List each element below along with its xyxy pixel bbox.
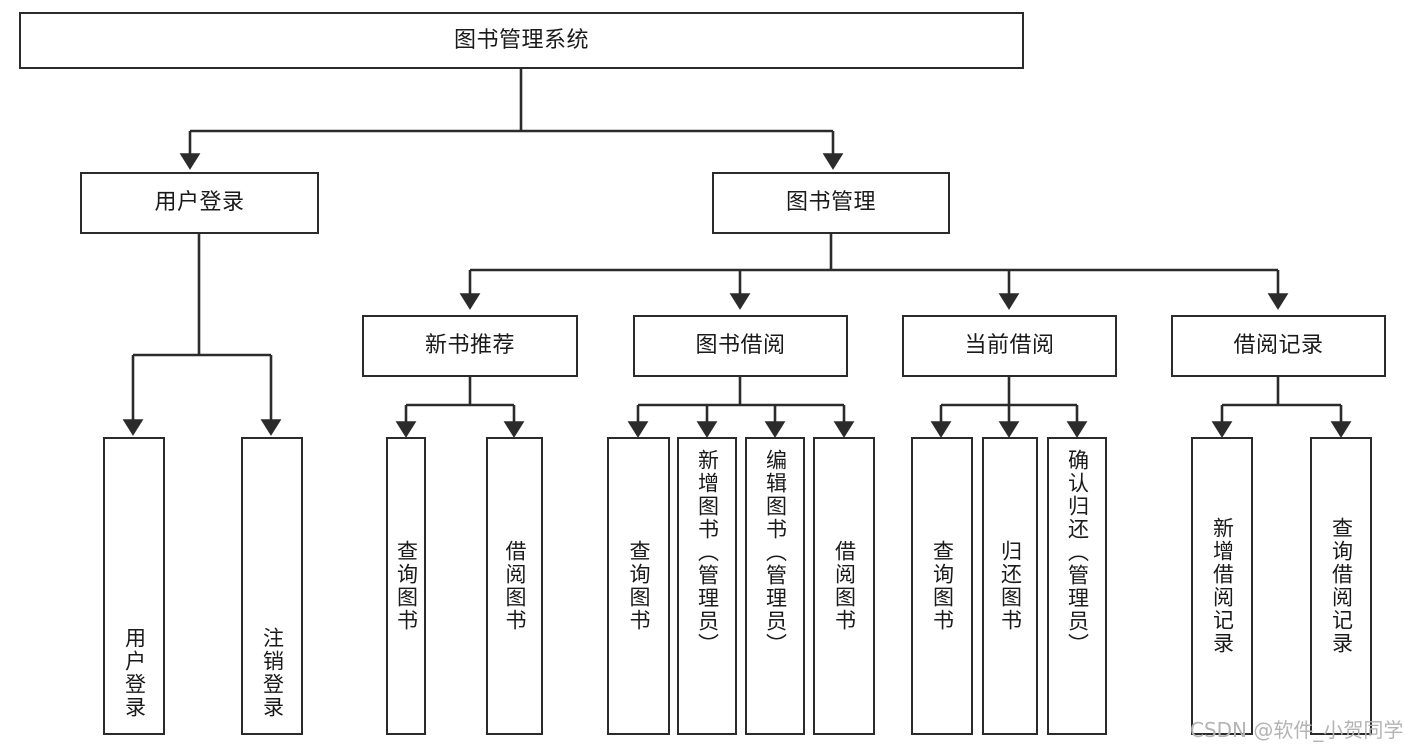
watermark: CSDN @软件_小贺同学 <box>1190 718 1404 742</box>
leaf-borrow-add-book-label: 新增图书（管理员） <box>695 449 720 656</box>
node-user-login[interactable]: 用户登录 <box>80 172 319 234</box>
node-root-label: 图书管理系统 <box>453 27 589 53</box>
leaf-user-login-signout-label: 注销登录 <box>260 627 285 719</box>
leaf-record-add-record-label: 新增借阅记录 <box>1210 517 1235 655</box>
leaf-user-login-signin-label: 用户登录 <box>122 627 147 719</box>
leaf-borrow-query-book-label: 查询图书 <box>627 540 651 632</box>
node-new-book-recommend-label: 新书推荐 <box>424 333 515 359</box>
leaf-user-login-signin[interactable]: 用户登录 <box>103 437 165 735</box>
leaf-current-query-book-label: 查询图书 <box>930 540 955 632</box>
leaf-borrow-edit-book-label: 编辑图书（管理员） <box>763 449 788 656</box>
leaf-current-return-book[interactable]: 归还图书 <box>982 437 1038 735</box>
node-current-borrow-label: 当前借阅 <box>964 333 1055 359</box>
leaf-borrow-borrow-book-label: 借阅图书 <box>832 540 857 632</box>
leaf-borrow-add-book[interactable]: 新增图书（管理员） <box>677 437 737 735</box>
leaf-recommend-query-book[interactable]: 查询图书 <box>386 437 426 735</box>
leaf-borrow-borrow-book[interactable]: 借阅图书 <box>813 437 875 735</box>
node-root[interactable]: 图书管理系统 <box>19 12 1024 69</box>
leaf-current-confirm-return-label: 确认归还（管理员） <box>1065 449 1090 656</box>
node-book-management[interactable]: 图书管理 <box>712 172 950 234</box>
leaf-current-return-book-label: 归还图书 <box>998 540 1023 632</box>
leaf-current-query-book[interactable]: 查询图书 <box>911 437 973 735</box>
leaf-record-query-record-label: 查询借阅记录 <box>1329 517 1354 655</box>
leaf-recommend-borrow-book-label: 借阅图书 <box>503 540 527 632</box>
leaf-borrow-query-book[interactable]: 查询图书 <box>607 437 670 735</box>
leaf-borrow-edit-book[interactable]: 编辑图书（管理员） <box>745 437 805 735</box>
leaf-current-confirm-return[interactable]: 确认归还（管理员） <box>1047 437 1107 735</box>
node-borrow-record-label: 借阅记录 <box>1233 333 1324 359</box>
node-book-borrow-label: 图书借阅 <box>695 333 786 359</box>
node-current-borrow[interactable]: 当前借阅 <box>902 315 1117 377</box>
leaf-recommend-query-book-label: 查询图书 <box>394 540 419 632</box>
leaf-record-query-record[interactable]: 查询借阅记录 <box>1310 437 1372 735</box>
node-book-borrow[interactable]: 图书借阅 <box>633 315 848 377</box>
leaf-record-add-record[interactable]: 新增借阅记录 <box>1191 437 1253 735</box>
node-book-management-label: 图书管理 <box>785 190 876 216</box>
node-borrow-record[interactable]: 借阅记录 <box>1171 315 1386 377</box>
node-user-login-label: 用户登录 <box>154 190 245 216</box>
node-new-book-recommend[interactable]: 新书推荐 <box>362 315 578 377</box>
leaf-recommend-borrow-book[interactable]: 借阅图书 <box>486 437 543 735</box>
leaf-user-login-signout[interactable]: 注销登录 <box>241 437 303 735</box>
